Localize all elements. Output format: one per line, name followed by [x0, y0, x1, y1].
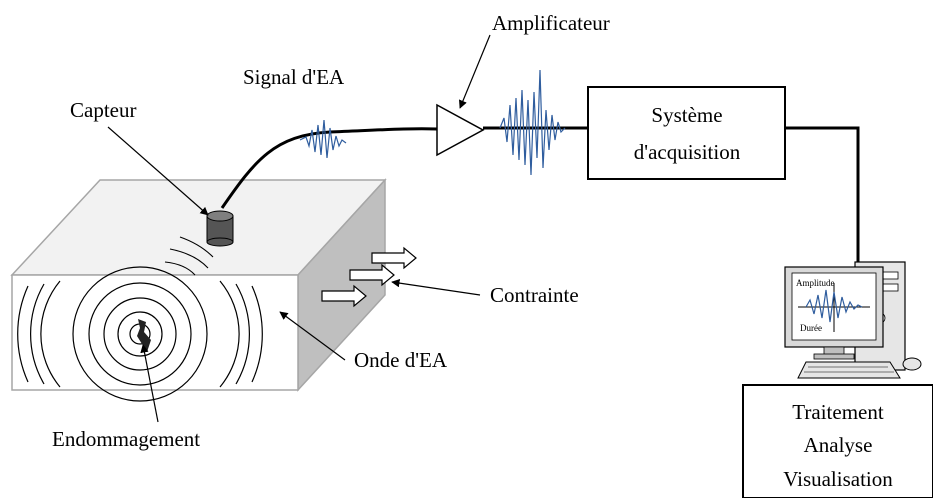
material-block: [10, 178, 387, 392]
sensor-label: Capteur: [70, 98, 136, 122]
acquisition-computer-wire: [785, 126, 860, 262]
amplifier-label: Amplificateur: [492, 11, 610, 35]
stress-arrows: [321, 246, 417, 308]
sensor-icon: [206, 210, 234, 247]
ae-wave-pointer: [279, 311, 346, 361]
damage-label: Endommagement: [52, 427, 200, 451]
ae-signal-label: Signal d'EA: [243, 65, 345, 89]
processing-label-3: Visualisation: [783, 467, 893, 491]
amplifier-icon: [436, 103, 485, 157]
mouse-icon: [902, 357, 922, 371]
computer-icon: Amplitude Durée: [784, 261, 906, 371]
acquisition-label-2: d'acquisition: [634, 140, 741, 164]
screen-amplitude-label: Amplitude: [796, 278, 835, 288]
screen-duration-label: Durée: [800, 323, 822, 333]
processing-box: [742, 384, 933, 498]
ae-wave-label: Onde d'EA: [354, 348, 448, 372]
damage-pointer: [140, 344, 159, 423]
sensor-pointer: [107, 126, 209, 216]
ae-wave-rings: [17, 266, 263, 402]
stress-label: Contrainte: [490, 283, 579, 307]
acquisition-system-box: [587, 86, 786, 180]
processing-label-2: Analyse: [804, 433, 873, 457]
crack-icon: [137, 319, 151, 352]
amplifier-pointer: [458, 34, 491, 109]
amplified-signal-waveform: [499, 69, 566, 176]
processing-label-1: Traitement: [792, 400, 884, 424]
keyboard-icon: [797, 361, 901, 379]
top-surface-waves: [164, 236, 214, 276]
ae-signal-waveform: [299, 119, 347, 159]
acquisition-label-1: Système: [651, 103, 722, 127]
stress-pointer: [391, 278, 481, 296]
